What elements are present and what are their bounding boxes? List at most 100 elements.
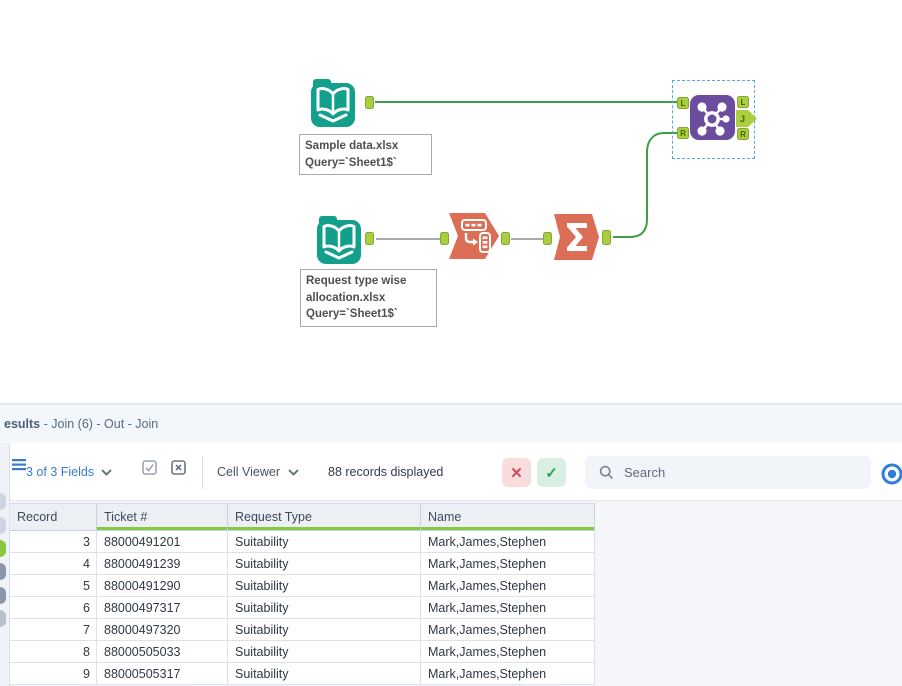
tool-transpose[interactable] bbox=[449, 213, 499, 264]
tool-input-data-2[interactable] bbox=[317, 216, 361, 269]
chevron-down-icon bbox=[101, 468, 112, 476]
summarize-input-anchor[interactable] bbox=[543, 232, 552, 245]
cell-record[interactable]: 7 bbox=[10, 619, 97, 641]
join-output-anchor-R[interactable]: R bbox=[737, 128, 749, 140]
records-displayed-count: 88 records displayed bbox=[328, 465, 444, 479]
tool-summarize[interactable] bbox=[554, 214, 599, 265]
cell-request-type[interactable]: Suitability bbox=[228, 663, 421, 685]
check-icon: ✓ bbox=[545, 464, 558, 482]
input2-annotation[interactable]: Request type wise allocation.xlsx Query=… bbox=[300, 269, 437, 327]
column-header-name[interactable]: Name bbox=[421, 504, 595, 531]
join-output-anchor-L[interactable]: L bbox=[737, 96, 749, 108]
cell-record[interactable]: 8 bbox=[10, 641, 97, 663]
table-row[interactable]: 9 88000505317 Suitability Mark,James,Ste… bbox=[10, 663, 595, 685]
table-header-row: Record Ticket # Request Type Name bbox=[10, 503, 595, 531]
cell-name[interactable]: Mark,James,Stephen bbox=[421, 531, 595, 553]
table-row[interactable]: 6 88000497317 Suitability Mark,James,Ste… bbox=[10, 597, 595, 619]
fields-selector-label: 3 of 3 Fields bbox=[26, 465, 95, 479]
annotation-line: Sample data.xlsx bbox=[305, 140, 399, 152]
cell-name[interactable]: Mark,James,Stephen bbox=[421, 597, 595, 619]
annotation-line: Request type wise bbox=[306, 275, 407, 287]
input-data-book-icon bbox=[311, 79, 355, 127]
cell-request-type[interactable]: Suitability bbox=[228, 553, 421, 575]
cell-request-type[interactable]: Suitability bbox=[228, 619, 421, 641]
table-row[interactable]: 4 88000491239 Suitability Mark,James,Ste… bbox=[10, 553, 595, 575]
tool-input-data-1[interactable] bbox=[311, 79, 355, 132]
anchor-strip-button[interactable] bbox=[0, 493, 6, 510]
cell-ticket[interactable]: 88000491201 bbox=[97, 531, 228, 553]
results-table: Record Ticket # Request Type Name 3 8800… bbox=[10, 503, 595, 685]
table-menu-icon[interactable] bbox=[12, 458, 27, 471]
anchor-strip-button-active[interactable] bbox=[0, 540, 6, 557]
cell-viewer-dropdown[interactable]: Cell Viewer bbox=[217, 465, 299, 479]
summarize-output-anchor[interactable] bbox=[602, 230, 611, 245]
join-input-anchor-R[interactable]: R bbox=[677, 127, 689, 139]
cell-request-type[interactable]: Suitability bbox=[228, 641, 421, 663]
connection-lines-layer bbox=[375, 101, 678, 240]
anchor-strip-button[interactable] bbox=[0, 587, 6, 604]
join-output-anchor-J[interactable]: J bbox=[736, 110, 757, 127]
data-preview-radio-icon[interactable] bbox=[881, 463, 902, 486]
annotation-line: allocation.xlsx bbox=[306, 291, 386, 304]
search-box[interactable] bbox=[585, 456, 871, 489]
cell-request-type[interactable]: Suitability bbox=[228, 597, 421, 619]
results-title-rest: - Join (6) - Out - Join bbox=[40, 417, 159, 431]
cell-request-type[interactable]: Suitability bbox=[228, 531, 421, 553]
input1-annotation[interactable]: Sample data.xlsx Query=`Sheet1$` bbox=[299, 134, 432, 175]
cell-record[interactable]: 4 bbox=[10, 553, 97, 575]
cell-record[interactable]: 3 bbox=[10, 531, 97, 553]
cell-name[interactable]: Mark,James,Stephen bbox=[421, 575, 595, 597]
tool-join[interactable] bbox=[690, 95, 735, 145]
cell-name[interactable]: Mark,James,Stephen bbox=[421, 641, 595, 663]
column-header-request-type[interactable]: Request Type bbox=[228, 504, 421, 531]
select-all-checkbox-icon[interactable] bbox=[142, 460, 157, 475]
cell-ticket[interactable]: 88000505033 bbox=[97, 641, 228, 663]
table-row[interactable]: 8 88000505033 Suitability Mark,James,Ste… bbox=[10, 641, 595, 663]
x-icon: ✕ bbox=[510, 464, 523, 482]
cell-request-type[interactable]: Suitability bbox=[228, 575, 421, 597]
column-header-ticket[interactable]: Ticket # bbox=[97, 504, 228, 531]
cell-ticket[interactable]: 88000497317 bbox=[97, 597, 228, 619]
table-row[interactable]: 7 88000497320 Suitability Mark,James,Ste… bbox=[10, 619, 595, 641]
results-panel: esults - Join (6) - Out - Join 3 of 3 Fi… bbox=[0, 403, 902, 686]
results-title-bold: esults bbox=[4, 417, 41, 431]
table-row[interactable]: 5 88000491290 Suitability Mark,James,Ste… bbox=[10, 575, 595, 597]
join-input-anchor-L[interactable]: L bbox=[677, 97, 689, 109]
cancel-button[interactable]: ✕ bbox=[502, 458, 531, 487]
toolbar-divider bbox=[202, 456, 203, 489]
cell-record[interactable]: 6 bbox=[10, 597, 97, 619]
search-input[interactable] bbox=[622, 464, 856, 481]
workflow-canvas[interactable]: Sample data.xlsx Query=`Sheet1$` Request… bbox=[0, 0, 902, 403]
table-body: 3 88000491201 Suitability Mark,James,Ste… bbox=[10, 531, 595, 685]
deselect-all-checkbox-icon[interactable] bbox=[171, 460, 186, 475]
transpose-output-anchor[interactable] bbox=[501, 232, 510, 245]
cell-name[interactable]: Mark,James,Stephen bbox=[421, 663, 595, 685]
cell-name[interactable]: Mark,James,Stephen bbox=[421, 553, 595, 575]
apply-button[interactable]: ✓ bbox=[537, 458, 566, 487]
chevron-down-icon bbox=[288, 468, 299, 476]
annotation-line: Query=`Sheet1$` bbox=[305, 156, 397, 169]
connection-summarize-to-join-R[interactable] bbox=[613, 132, 678, 238]
fields-selector[interactable]: 3 of 3 Fields bbox=[26, 465, 112, 479]
input1-output-anchor[interactable] bbox=[365, 96, 374, 109]
table-row[interactable]: 3 88000491201 Suitability Mark,James,Ste… bbox=[10, 531, 595, 553]
anchor-strip-button[interactable] bbox=[0, 517, 6, 534]
cell-ticket[interactable]: 88000505317 bbox=[97, 663, 228, 685]
cell-record[interactable]: 9 bbox=[10, 663, 97, 685]
transpose-input-anchor[interactable] bbox=[440, 232, 449, 245]
column-header-record[interactable]: Record bbox=[10, 504, 97, 531]
anchor-strip-button[interactable] bbox=[0, 563, 6, 580]
anchor-strip-button[interactable] bbox=[0, 610, 6, 627]
cell-record[interactable]: 5 bbox=[10, 575, 97, 597]
cell-ticket[interactable]: 88000491290 bbox=[97, 575, 228, 597]
input2-output-anchor[interactable] bbox=[365, 232, 374, 245]
join-network-icon bbox=[690, 95, 735, 140]
annotation-line: Query=`Sheet1$` bbox=[306, 308, 398, 320]
cell-name[interactable]: Mark,James,Stephen bbox=[421, 619, 595, 641]
cell-ticket[interactable]: 88000497320 bbox=[97, 619, 228, 641]
cell-ticket[interactable]: 88000491239 bbox=[97, 553, 228, 575]
sigma-icon bbox=[554, 214, 599, 260]
cell-viewer-label: Cell Viewer bbox=[217, 465, 280, 479]
input-data-book-icon bbox=[317, 216, 361, 264]
